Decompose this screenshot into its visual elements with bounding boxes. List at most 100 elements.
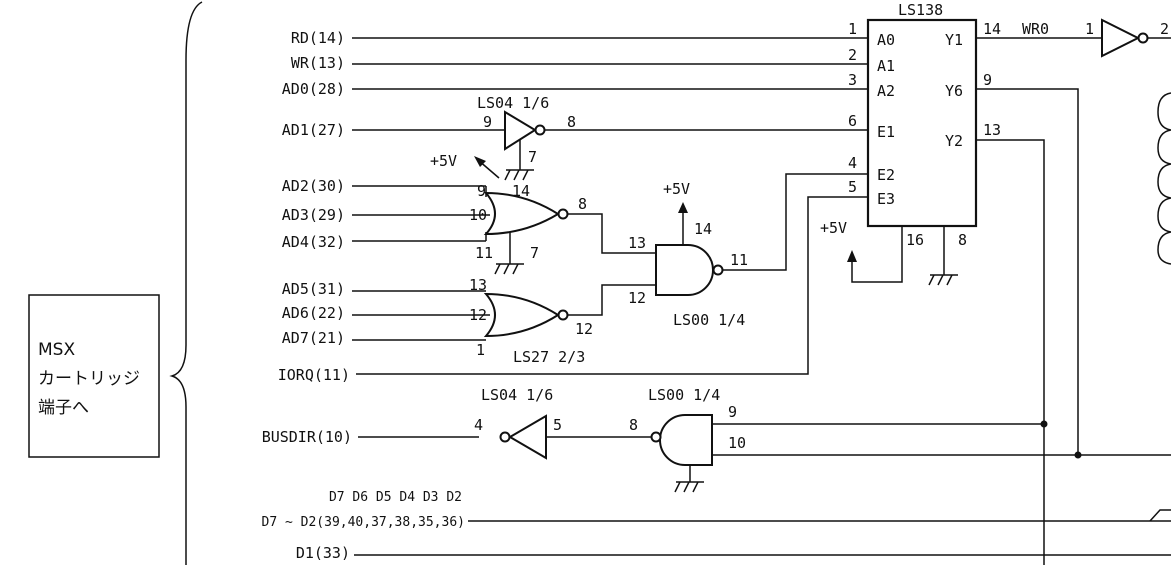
nand-bottom-ground-icon bbox=[674, 481, 704, 493]
nor-gate-top bbox=[483, 191, 560, 236]
nor-top-bubble bbox=[557, 208, 569, 220]
decoder-vcc-arrow-icon bbox=[847, 250, 857, 262]
decoder-pin-2: 2 bbox=[848, 46, 857, 64]
signal-ad0: AD0(28) bbox=[282, 80, 345, 98]
signal-rd: RD(14) bbox=[291, 29, 345, 47]
nor-top-pin-8: 8 bbox=[578, 195, 587, 213]
decoder-out-y6: Y6 bbox=[945, 82, 963, 100]
ls04-top-label: LS04 1/6 bbox=[477, 94, 549, 112]
decoder-pin-14: 14 bbox=[983, 20, 1001, 38]
inverter-right-pin-2: 2 bbox=[1160, 20, 1169, 38]
decoder-in-a1: A1 bbox=[877, 57, 895, 75]
junction-y2 bbox=[1040, 420, 1048, 428]
wire-nor-top-to-nand bbox=[568, 213, 656, 254]
msx-box-line3: 端子へ bbox=[38, 398, 89, 418]
decoder-pin-5: 5 bbox=[848, 178, 857, 196]
ls04-bottom-pin-4: 4 bbox=[474, 416, 483, 434]
signal-iorq: IORQ(11) bbox=[278, 366, 350, 384]
nand-bottom-pin-9: 9 bbox=[728, 403, 737, 421]
wire-y6 bbox=[976, 88, 1079, 455]
decoder-in-e2: E2 bbox=[877, 166, 895, 184]
decoder-ground-icon bbox=[928, 274, 958, 286]
ls04-bottom-inverter bbox=[508, 414, 547, 460]
nor-top-pin-10: 10 bbox=[469, 206, 487, 224]
signal-data-bus: D7 ~ D2(39,40,37,38,35,36) bbox=[262, 515, 466, 530]
msx-connector-box bbox=[28, 294, 160, 458]
nand-top-label: LS00 1/4 bbox=[673, 311, 745, 329]
inverter-right-bubble bbox=[1137, 32, 1149, 44]
signal-wr: WR(13) bbox=[291, 54, 345, 72]
msx-box-line1: MSX bbox=[38, 340, 75, 360]
nor-top-pin-7: 7 bbox=[530, 244, 539, 262]
nand-top-bubble bbox=[712, 264, 724, 276]
nor-top-vcc-arrow-icon bbox=[474, 156, 486, 167]
nor-gate-bottom bbox=[483, 292, 560, 338]
nand-gate-bottom bbox=[659, 414, 713, 466]
decoder-title: LS138 bbox=[898, 1, 943, 19]
data-bus-bend bbox=[1149, 509, 1171, 522]
decoder-pin-6: 6 bbox=[848, 112, 857, 130]
signal-ad6: AD6(22) bbox=[282, 304, 345, 322]
vcc-label-1: +5V bbox=[430, 152, 457, 170]
net-wr0-label: WR0 bbox=[1022, 20, 1049, 38]
wire-nor-bottom-to-nand bbox=[568, 284, 656, 316]
signal-d1: D1(33) bbox=[296, 544, 350, 562]
nor-bottom-pin-12out: 12 bbox=[575, 320, 593, 338]
ls04-bottom-bubble bbox=[499, 431, 511, 443]
decoder-pin-16: 16 bbox=[906, 231, 924, 249]
nand-bottom-label: LS00 1/4 bbox=[648, 386, 720, 404]
signal-ad5: AD5(31) bbox=[282, 280, 345, 298]
nand-bottom-pin-8: 8 bbox=[629, 416, 638, 434]
nand-gate-top bbox=[655, 244, 714, 296]
nand-top-pin-14: 14 bbox=[694, 220, 712, 238]
edge-connector-arcs bbox=[1157, 92, 1171, 265]
decoder-pin-4: 4 bbox=[848, 154, 857, 172]
decoder-vcc-loop bbox=[851, 226, 903, 283]
ls04-top-bubble bbox=[534, 124, 546, 136]
decoder-in-a0: A0 bbox=[877, 31, 895, 49]
ls04-top-inverter bbox=[504, 110, 537, 151]
decoder-pin-3: 3 bbox=[848, 71, 857, 89]
decoder-pin-9: 9 bbox=[983, 71, 992, 89]
wire-nand-to-e2 bbox=[723, 173, 868, 271]
ls04-bottom-pin-5: 5 bbox=[553, 416, 562, 434]
signal-ad2: AD2(30) bbox=[282, 177, 345, 195]
signal-ad4: AD4(32) bbox=[282, 233, 345, 251]
signal-ad7: AD7(21) bbox=[282, 329, 345, 347]
signal-busdir: BUSDIR(10) bbox=[262, 428, 352, 446]
ls04-top-pin-gnd: 7 bbox=[528, 148, 537, 166]
wire-y2 bbox=[976, 139, 1045, 565]
ls27-label: LS27 2/3 bbox=[513, 348, 585, 366]
nand-bottom-pin-10: 10 bbox=[728, 434, 746, 452]
decoder-pin-13: 13 bbox=[983, 121, 1001, 139]
decoder-pin-8: 8 bbox=[958, 231, 967, 249]
ls04-top-pin-out: 8 bbox=[567, 113, 576, 131]
decoder-pin-1: 1 bbox=[848, 20, 857, 38]
nand-top-pin-13: 13 bbox=[628, 234, 646, 252]
ls138-decoder bbox=[866, 18, 978, 228]
data-bus-header: D7 D6 D5 D4 D3 D2 bbox=[329, 490, 462, 505]
decoder-in-a2: A2 bbox=[877, 82, 895, 100]
nand-top-vcc-arrow-icon bbox=[678, 202, 688, 213]
nor-top-ground-icon bbox=[494, 263, 524, 275]
signal-ad3: AD3(29) bbox=[282, 206, 345, 224]
decoder-in-e1: E1 bbox=[877, 123, 895, 141]
junction-y6 bbox=[1074, 451, 1082, 459]
nand-top-pin-12: 12 bbox=[628, 289, 646, 307]
nand-bottom-bubble bbox=[650, 431, 662, 443]
decoder-out-y1: Y1 bbox=[945, 31, 963, 49]
msx-box-line2: カートリッジ bbox=[38, 369, 140, 389]
nand-top-pin-11: 11 bbox=[730, 251, 748, 269]
nor-top-pin-11: 11 bbox=[475, 244, 493, 262]
nor-top-pin-9: 9 bbox=[477, 182, 486, 200]
decoder-in-e3: E3 bbox=[877, 190, 895, 208]
nor-bottom-pin-1: 1 bbox=[476, 341, 485, 359]
ls04-top-ground-icon bbox=[504, 169, 534, 181]
vcc-label-2: +5V bbox=[663, 180, 690, 198]
ls04-bottom-label: LS04 1/6 bbox=[481, 386, 553, 404]
signal-ad1: AD1(27) bbox=[282, 121, 345, 139]
vcc-label-3: +5V bbox=[820, 219, 847, 237]
nor-bottom-bubble bbox=[557, 309, 569, 321]
